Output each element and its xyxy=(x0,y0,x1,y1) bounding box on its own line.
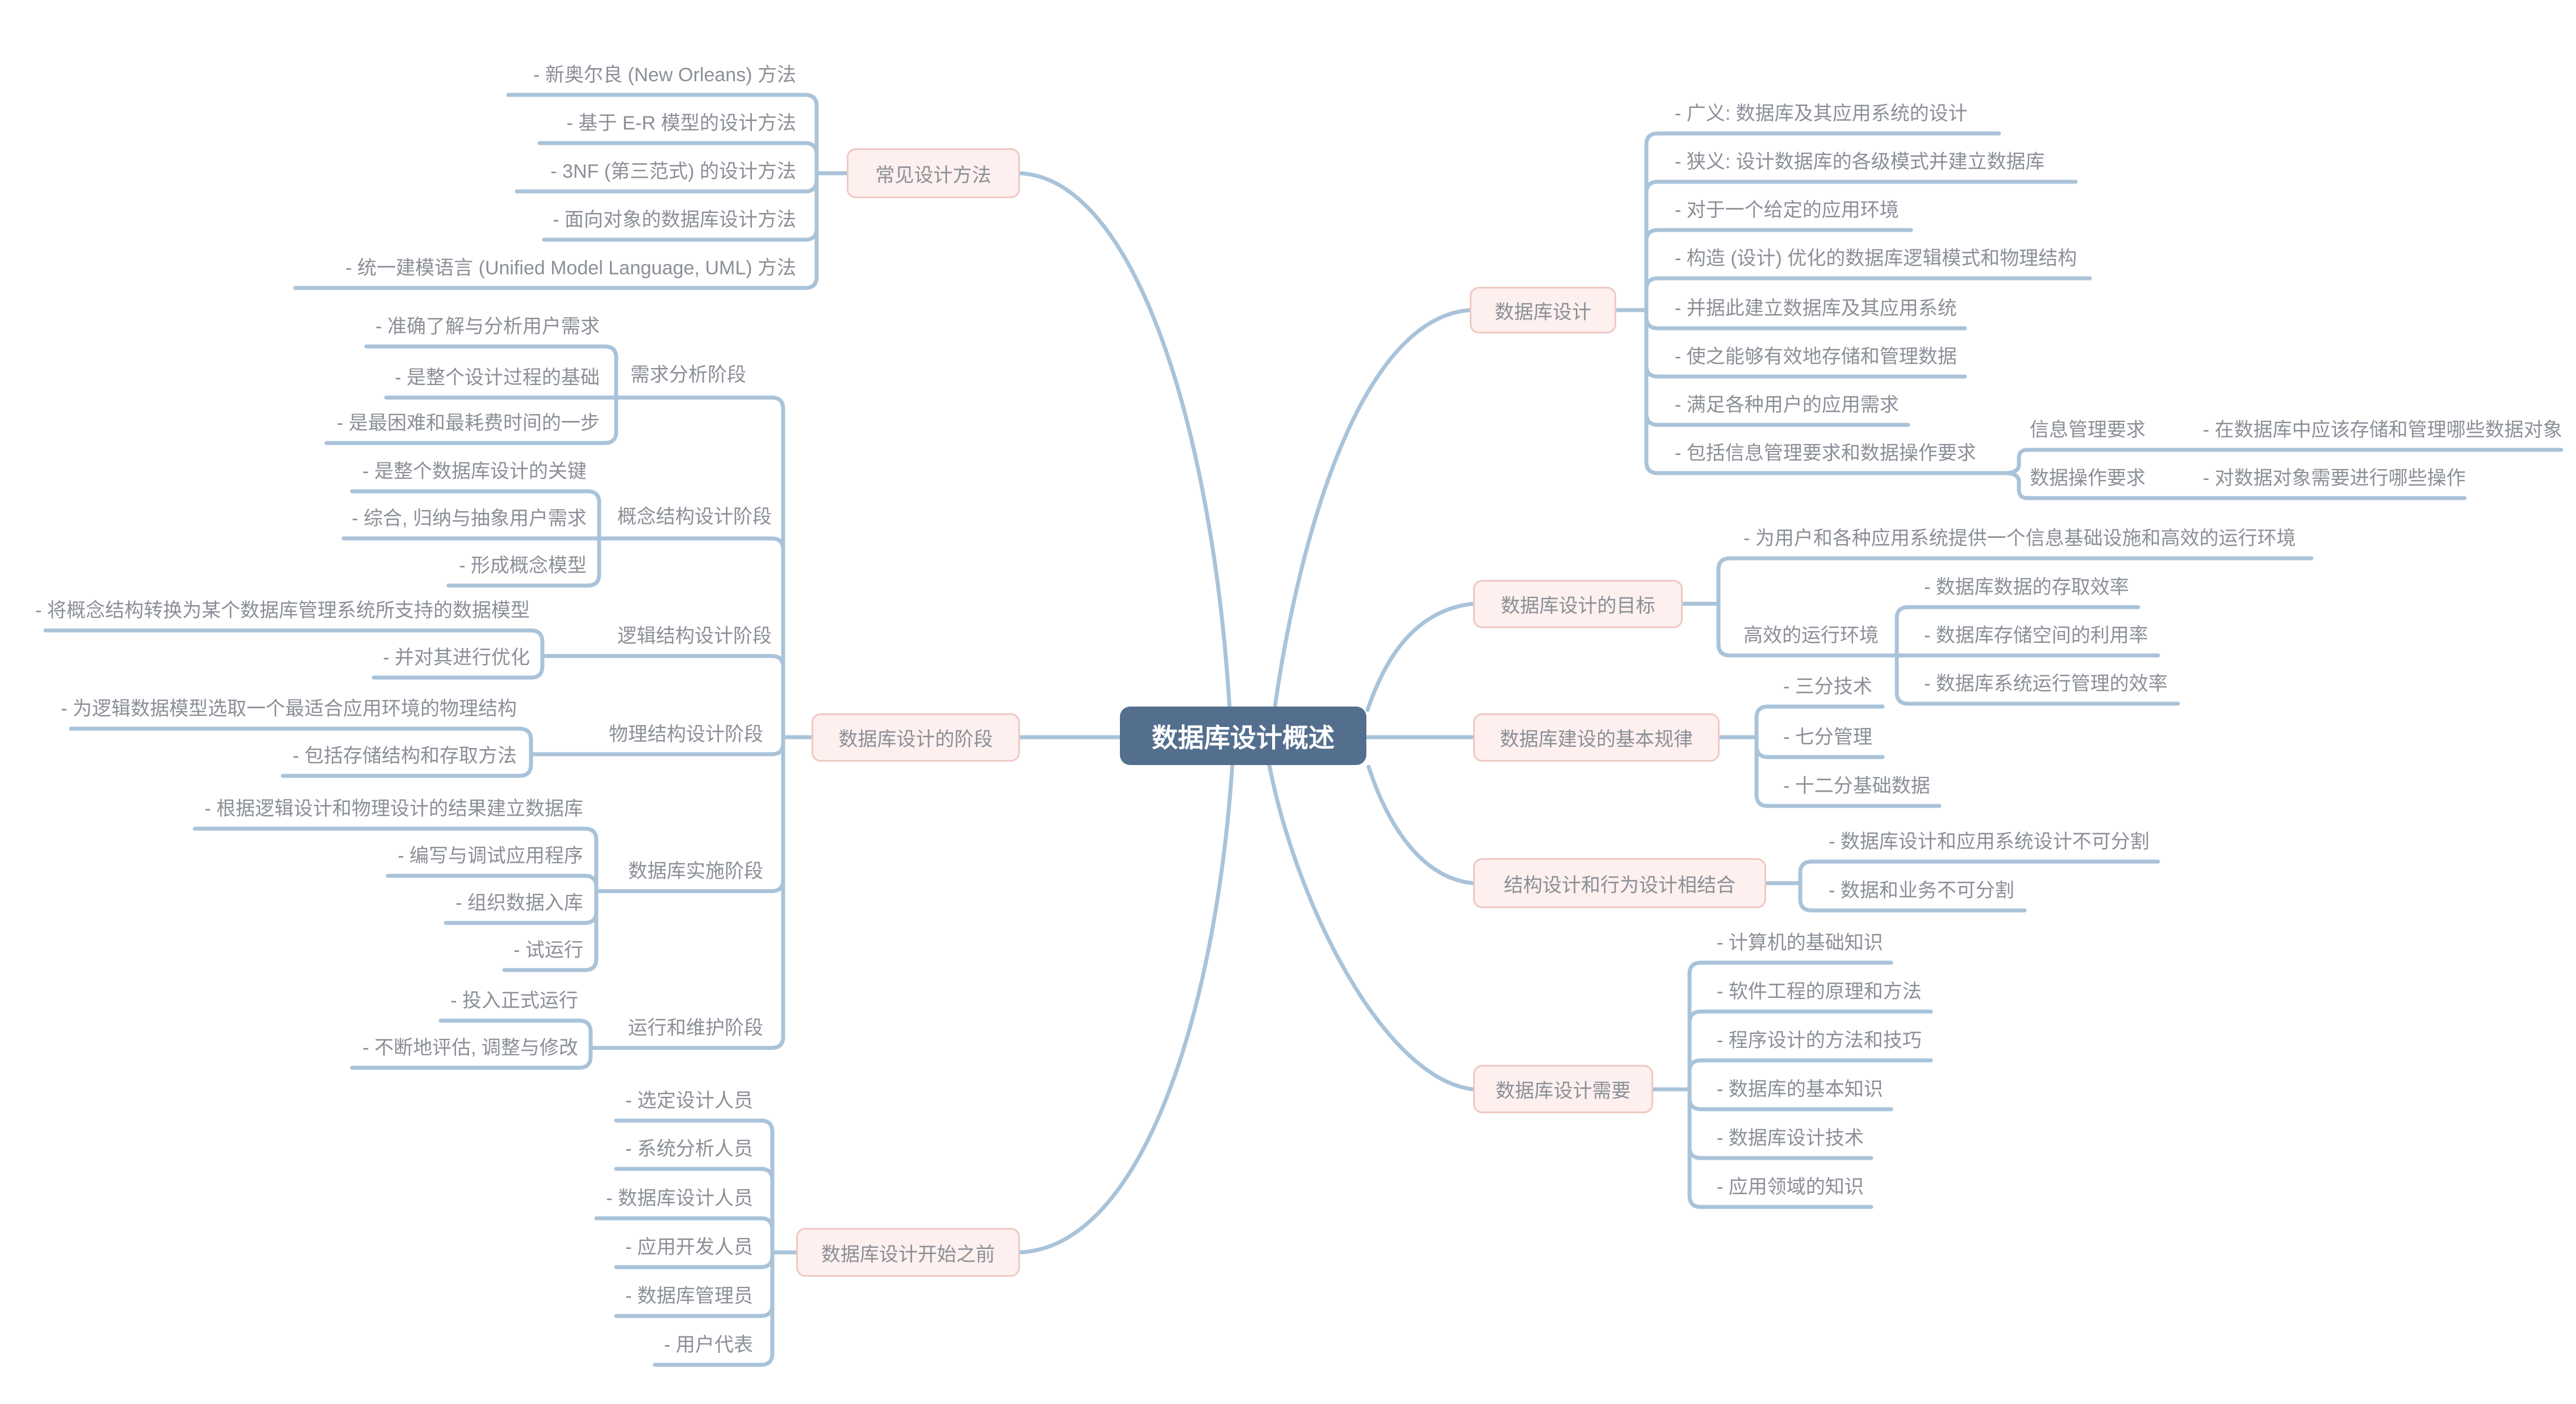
leaf-item[interactable]: - 系统分析人员 xyxy=(625,1138,753,1160)
branch-structure-behavior[interactable]: 结构设计和行为设计相结合 xyxy=(1473,858,1766,908)
leaf-item[interactable]: - 编写与调试应用程序 xyxy=(398,845,583,867)
branch-design-goal[interactable]: 数据库设计的目标 xyxy=(1473,580,1683,628)
leaf-item[interactable]: - 并据此建立数据库及其应用系统 xyxy=(1675,298,1957,319)
leaf-item[interactable]: - 面向对象的数据库设计方法 xyxy=(553,209,796,231)
leaf-item[interactable]: - 数据库设计人员 xyxy=(606,1188,753,1209)
leaf-item[interactable]: - 综合, 归纳与抽象用户需求 xyxy=(352,508,587,529)
leaf-item[interactable]: - 程序设计的方法和技巧 xyxy=(1717,1030,1922,1051)
leaf-item[interactable]: - 根据逻辑设计和物理设计的结果建立数据库 xyxy=(204,798,583,820)
branch-before-start[interactable]: 数据库设计开始之前 xyxy=(796,1228,1020,1277)
leaf-item[interactable]: - 选定设计人员 xyxy=(625,1090,753,1112)
leaf-item[interactable]: - 使之能够有效地存储和管理数据 xyxy=(1675,346,1957,367)
leaf-item[interactable]: - 数据库设计技术 xyxy=(1717,1127,1864,1149)
leaf-item[interactable]: - 新奥尔良 (New Orleans) 方法 xyxy=(533,64,796,86)
sublabel-physical-design[interactable]: 物理结构设计阶段 xyxy=(609,724,763,745)
leaf-item[interactable]: - 在数据库中应该存储和管理哪些数据对象 xyxy=(2203,419,2562,441)
leaf-item[interactable]: - 数据库设计和应用系统设计不可分割 xyxy=(1829,831,2150,853)
leaf-item[interactable]: - 数据库管理员 xyxy=(625,1285,753,1307)
branch-design-needs[interactable]: 数据库设计需要 xyxy=(1473,1065,1653,1113)
leaf-item[interactable]: - 3NF (第三范式) 的设计方法 xyxy=(550,161,796,182)
sublabel-implementation[interactable]: 数据库实施阶段 xyxy=(628,860,763,882)
leaf-item[interactable]: - 并对其进行优化 xyxy=(383,647,530,668)
leaf-item[interactable]: - 广义: 数据库及其应用系统的设计 xyxy=(1675,103,1968,124)
sublabel-data-operation[interactable]: 数据操作要求 xyxy=(2030,467,2146,489)
leaf-item[interactable]: - 数据库存储空间的利用率 xyxy=(1924,625,2148,646)
leaf-item[interactable]: - 对数据对象需要进行哪些操作 xyxy=(2203,467,2466,489)
leaf-item[interactable]: - 七分管理 xyxy=(1783,726,1872,748)
branch-common-methods[interactable]: 常见设计方法 xyxy=(847,148,1020,198)
leaf-item[interactable]: - 数据库数据的存取效率 xyxy=(1924,576,2129,598)
leaf-item[interactable]: - 为用户和各种应用系统提供一个信息基础设施和高效的运行环境 xyxy=(1743,528,2296,549)
leaf-item[interactable]: - 是整个数据库设计的关键 xyxy=(362,461,587,482)
leaf-item[interactable]: - 软件工程的原理和方法 xyxy=(1717,981,1922,1002)
leaf-item[interactable]: - 基于 E-R 模型的设计方法 xyxy=(566,112,796,134)
branch-design-phases[interactable]: 数据库设计的阶段 xyxy=(812,713,1020,762)
leaf-item[interactable]: - 准确了解与分析用户需求 xyxy=(375,316,600,337)
leaf-item[interactable]: - 是整个设计过程的基础 xyxy=(395,367,600,388)
leaf-item[interactable]: - 狭义: 设计数据库的各级模式并建立数据库 xyxy=(1675,151,2045,173)
leaf-item[interactable]: - 包括存储结构和存取方法 xyxy=(292,745,517,767)
branch-basic-rules[interactable]: 数据库建设的基本规律 xyxy=(1473,713,1720,762)
leaf-item[interactable]: - 用户代表 xyxy=(664,1334,753,1356)
leaf-item[interactable]: - 统一建模语言 (Unified Model Language, UML) 方… xyxy=(345,257,796,279)
leaf-item[interactable]: - 为逻辑数据模型选取一个最适合应用环境的物理结构 xyxy=(61,698,517,720)
leaf-item[interactable]: - 将概念结构转换为某个数据库管理系统所支持的数据模型 xyxy=(35,600,530,621)
leaf-item[interactable]: - 应用领域的知识 xyxy=(1717,1176,1864,1198)
sublabel-operation-maintenance[interactable]: 运行和维护阶段 xyxy=(628,1017,763,1039)
leaf-item[interactable]: - 不断地评估, 调整与修改 xyxy=(362,1037,578,1059)
leaf-item[interactable]: - 数据库系统运行管理的效率 xyxy=(1924,673,2168,695)
root-node[interactable]: 数据库设计概述 xyxy=(1120,707,1366,765)
leaf-item[interactable]: - 形成概念模型 xyxy=(459,555,587,576)
leaf-item[interactable]: - 试运行 xyxy=(513,939,583,961)
sublabel-efficient-environment[interactable]: 高效的运行环境 xyxy=(1743,625,1879,646)
leaf-item[interactable]: - 包括信息管理要求和数据操作要求 xyxy=(1675,442,1976,464)
leaf-item[interactable]: - 数据和业务不可分割 xyxy=(1829,880,2014,901)
leaf-item[interactable]: - 十二分基础数据 xyxy=(1783,775,1930,797)
leaf-item[interactable]: - 组织数据入库 xyxy=(455,892,583,914)
sublabel-requirement-analysis[interactable]: 需求分析阶段 xyxy=(630,364,746,386)
leaf-item[interactable]: - 构造 (设计) 优化的数据库逻辑模式和物理结构 xyxy=(1675,248,2077,269)
leaf-item[interactable]: - 应用开发人员 xyxy=(625,1236,753,1258)
leaf-item[interactable]: - 满足各种用户的应用需求 xyxy=(1675,394,1899,416)
leaf-item[interactable]: - 投入正式运行 xyxy=(450,990,578,1012)
leaf-item[interactable]: - 对于一个给定的应用环境 xyxy=(1675,199,1899,221)
sublabel-logical-design[interactable]: 逻辑结构设计阶段 xyxy=(617,625,772,647)
branch-db-design[interactable]: 数据库设计 xyxy=(1470,287,1616,333)
leaf-item[interactable]: - 数据库的基本知识 xyxy=(1717,1079,1883,1100)
leaf-item[interactable]: - 计算机的基础知识 xyxy=(1717,932,1883,954)
sublabel-info-management[interactable]: 信息管理要求 xyxy=(2030,419,2146,441)
leaf-item[interactable]: - 是最困难和最耗费时间的一步 xyxy=(337,412,600,434)
sublabel-conceptual-design[interactable]: 概念结构设计阶段 xyxy=(617,506,772,528)
leaf-item[interactable]: - 三分技术 xyxy=(1783,676,1872,697)
